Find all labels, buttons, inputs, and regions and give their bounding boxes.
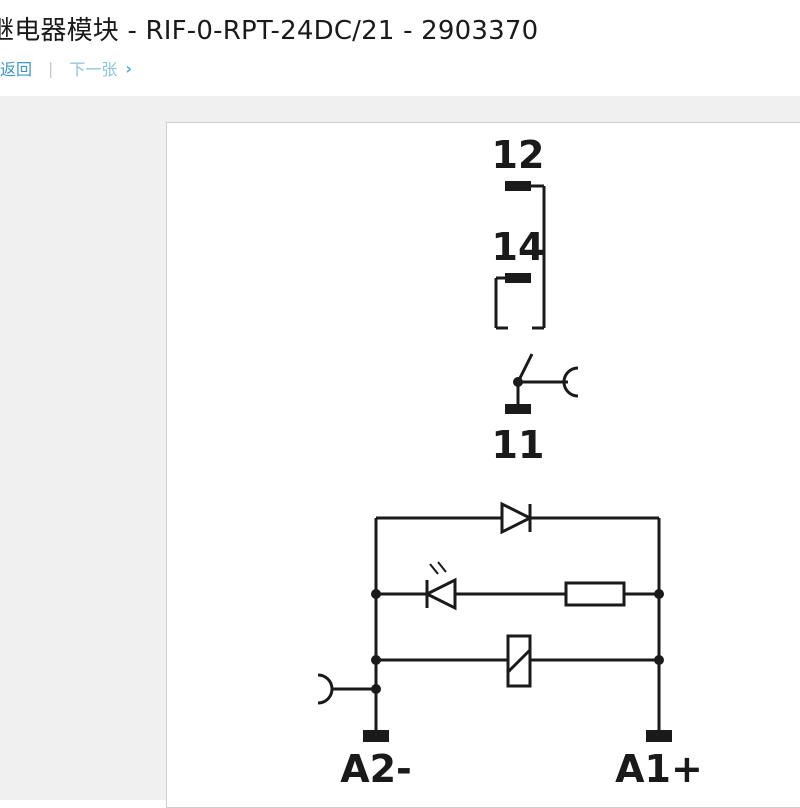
resistor (564, 581, 626, 607)
coil-diagonal (506, 648, 532, 674)
next-image-link[interactable]: 下一张 (69, 60, 118, 79)
image-nav: 返回 | 下一张 › (0, 56, 132, 80)
junction-a2-link (371, 684, 381, 694)
diode-triangle (500, 501, 534, 535)
link-symbol-top (562, 366, 579, 398)
terminal-12-block (505, 181, 531, 191)
nav-separator: | (48, 58, 54, 78)
terminal-a1-label: A1+ (615, 747, 703, 791)
junction-a2-led (371, 589, 381, 599)
back-link[interactable]: 返回 (0, 60, 33, 79)
terminal-a2-label: A2- (340, 747, 412, 791)
switch-pivot (513, 377, 523, 387)
terminal-a1-block (646, 730, 672, 742)
terminal-a2-block (363, 730, 389, 742)
junction-a2-coil (371, 655, 381, 665)
wiring-diagram-image (166, 122, 800, 808)
terminal-14-block (505, 273, 531, 283)
terminal-11-block (505, 404, 531, 414)
junction-a1-coil (654, 655, 664, 665)
chevron-right-icon[interactable]: › (125, 58, 133, 78)
terminal-12-label: 12 (492, 133, 545, 177)
page-title: 继电器模块 - RIF-0-RPT-24DC/21 - 2903370 (0, 16, 539, 46)
led-triangle (423, 577, 457, 611)
terminal-14-label: 14 (492, 225, 545, 269)
junction-a1-led (654, 589, 664, 599)
switch-blade (516, 353, 534, 383)
page-header: 继电器模块 - RIF-0-RPT-24DC/21 - 2903370 返回 |… (0, 0, 800, 96)
link-symbol-bottom (317, 673, 334, 705)
terminal-11-label: 11 (492, 423, 545, 467)
